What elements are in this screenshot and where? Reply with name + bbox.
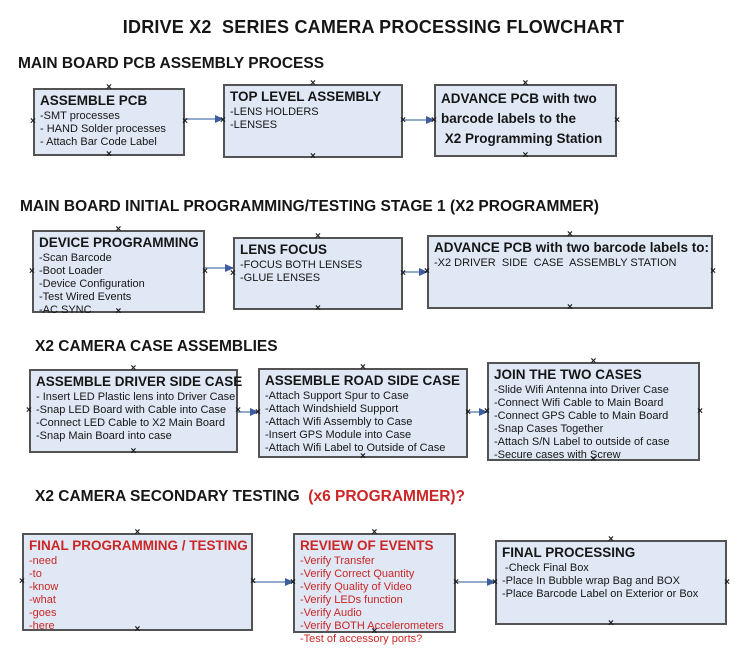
box-title: DEVICE PROGRAMMING [39,235,199,250]
box-item: -SMT processes [40,110,120,122]
flow-arrow[interactable] [403,116,435,124]
box-final-processing[interactable]: FINAL PROCESSING -Check Final Box -Place… [492,537,730,627]
box-item: - Insert LED Plastic lens into Driver Ca… [36,391,236,403]
section-heading-initial-programming: MAIN BOARD INITIAL PROGRAMMING/TESTING S… [20,198,599,215]
box-title: ASSEMBLE DRIVER SIDE CASE [36,374,243,389]
flow-arrow[interactable] [205,264,234,272]
box-item: -X2 DRIVER SIDE CASE ASSEMBLY STATION [434,257,677,269]
box-item: -Attach Windshield Support [265,403,399,415]
box-item: -Verify Transfer [300,555,375,567]
box-title-line: ADVANCE PCB with two [441,91,597,106]
box-item: -Verify Quality of Video [300,581,412,593]
box-item: -AC SYNC [39,304,92,316]
box-item: -to [29,568,42,580]
box-item: -Scan Barcode [39,252,112,264]
box-advance-pcb-driver-side[interactable]: ADVANCE PCB with two barcode labels to: … [424,232,716,311]
box-item: -Insert GPS Module into Case [265,429,412,441]
section-heading-pcb-assembly: MAIN BOARD PCB ASSEMBLY PROCESS [18,55,325,72]
box-title-line: barcode labels to the [441,111,577,126]
box-item: -LENSES [230,119,278,131]
page-title: IDRIVE X2 SERIES CAMERA PROCESSING FLOWC… [122,17,625,37]
box-title: TOP LEVEL ASSEMBLY [230,89,382,104]
box-item: -Attach Wifi Label to Outside of Case [265,442,446,454]
box-item: -Place Barcode Label on Exterior or Box [502,588,699,600]
box-final-programming-testing[interactable]: FINAL PROGRAMMING / TESTING -need -to -k… [19,530,256,633]
box-title: ASSEMBLE ROAD SIDE CASE [265,373,461,388]
box-title: LENS FOCUS [240,242,328,257]
box-item: -need [29,555,58,567]
flow-arrow[interactable] [468,408,488,416]
box-item: -know [29,581,59,593]
box-review-of-events[interactable]: REVIEW OF EVENTS -Verify Transfer -Verif… [290,530,459,645]
box-item: -Verify BOTH Accelerometers [300,620,444,632]
box-device-programming[interactable]: DEVICE PROGRAMMING -Scan Barcode -Boot L… [29,227,208,316]
box-item: -Verify Audio [300,607,362,619]
box-item: -Attach Support Spur to Case [265,390,409,402]
flow-arrow[interactable] [238,408,259,416]
box-item: -Slide Wifi Antenna into Driver Case [494,384,669,396]
box-lens-focus[interactable]: LENS FOCUS -FOCUS BOTH LENSES -GLUE LENS… [230,234,406,312]
box-item: -here [29,620,55,632]
box-join-the-two-cases[interactable]: JOIN THE TWO CASES -Slide Wifi Antenna i… [484,359,703,463]
box-item: -Device Configuration [39,278,145,290]
box-title: FINAL PROGRAMMING / TESTING [29,538,248,553]
heading-red-part: (x6 PROGRAMMER)? [308,488,466,505]
box-item: -goes [29,607,57,619]
box-item: -Verify LEDs function [300,594,403,606]
box-title: ADVANCE PCB with two barcode labels to: [434,240,710,255]
box-item: -Connect LED Cable to X2 Main Board [36,417,225,429]
box-item: -Attach S/N Label to outside of case [494,436,670,448]
section-heading-case-assemblies: X2 CAMERA CASE ASSEMBLIES [35,338,278,355]
box-title-line: X2 Programming Station [441,131,603,146]
box-item: -Secure cases with Screw [494,449,621,461]
box-title: ASSEMBLE PCB [40,93,148,108]
box-item: -Attach Wifi Assembly to Case [265,416,413,428]
section-heading-secondary-testing: X2 CAMERA SECONDARY TESTING (x6 PROGRAMM… [35,488,465,506]
box-item: - Attach Bar Code Label [40,136,157,148]
box-item: -Snap Cases Together [494,423,604,435]
box-item: -Snap Main Board into case [36,430,172,442]
box-title: FINAL PROCESSING [502,545,636,560]
box-item: -Boot Loader [39,265,103,277]
box-assemble-driver-side-case[interactable]: ASSEMBLE DRIVER SIDE CASE - Insert LED P… [26,366,243,455]
box-item: -Place In Bubble wrap Bag and BOX [502,575,680,587]
box-advance-pcb-programming-station[interactable]: ADVANCE PCB with two barcode labels to t… [431,81,620,159]
box-assemble-road-side-case[interactable]: ASSEMBLE ROAD SIDE CASE -Attach Support … [255,365,471,460]
box-item: -Test of accessory ports? [300,633,423,645]
box-item: -Test Wired Events [39,291,132,303]
box-title: JOIN THE TWO CASES [494,367,642,382]
box-item: - HAND Solder processes [40,123,166,135]
heading-black-part: X2 CAMERA SECONDARY TESTING [35,488,309,505]
box-item: -Check Final Box [502,562,589,574]
box-item: -what [29,594,56,606]
box-item: -FOCUS BOTH LENSES [240,259,363,271]
flow-arrow[interactable] [456,578,496,586]
box-item: -Verify Correct Quantity [300,568,415,580]
flow-arrow[interactable] [185,115,224,123]
box-top-level-assembly[interactable]: TOP LEVEL ASSEMBLY -LENS HOLDERS -LENSES [220,81,406,160]
box-item: -GLUE LENSES [240,272,321,284]
box-title: REVIEW OF EVENTS [300,538,434,553]
flow-arrow[interactable] [403,268,428,276]
box-item: -Connect Wifi Cable to Main Board [494,397,664,409]
flow-arrow[interactable] [253,578,294,586]
box-item: -Snap LED Board with Cable into Case [36,404,227,416]
box-item: -Connect GPS Cable to Main Board [494,410,669,422]
box-item: -LENS HOLDERS [230,106,319,118]
box-assemble-pcb[interactable]: ASSEMBLE PCB -SMT processes - HAND Solde… [30,85,188,158]
